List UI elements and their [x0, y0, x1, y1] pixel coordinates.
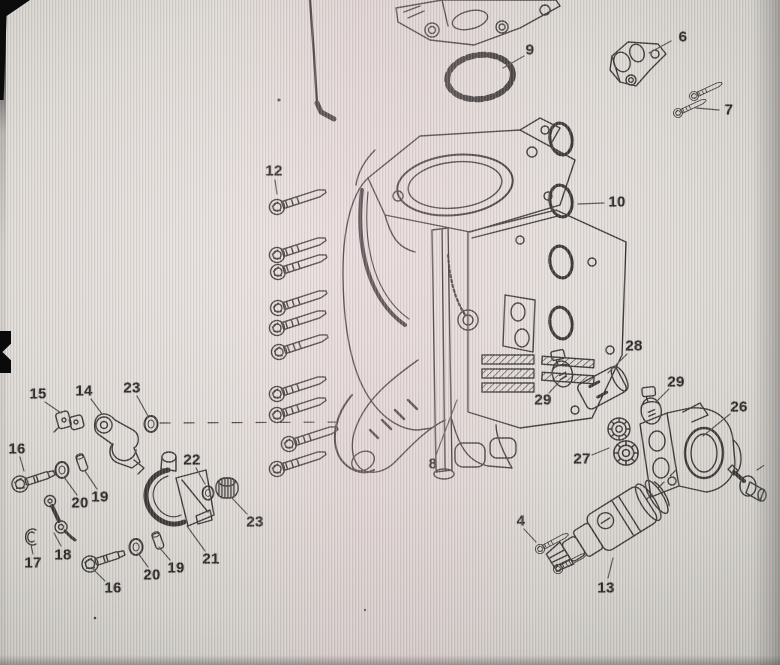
link-rod [43, 494, 77, 542]
callout-29-right: 29 [667, 373, 685, 391]
callout-16-bottom: 16 [104, 579, 122, 597]
callout-7: 7 [724, 101, 734, 119]
fuel-hose-sleeve [577, 365, 629, 410]
callout-19-left: 19 [91, 488, 109, 506]
throttle-body-top [395, 0, 561, 46]
callout-28: 28 [625, 337, 643, 355]
callout-20-left: 20 [71, 494, 89, 512]
outlet-fitting [727, 464, 767, 502]
callout-8: 8 [428, 455, 438, 473]
knurled-cap-23 [215, 477, 239, 499]
pump-housing [639, 402, 742, 498]
callout-20-bottom: 20 [143, 566, 161, 584]
callout-13: 13 [597, 579, 615, 597]
callout-10: 10 [608, 193, 626, 211]
mount-bracket [143, 451, 215, 527]
photo-specks [93, 98, 367, 620]
shift-sensor [53, 410, 85, 433]
callout-23-bottom: 23 [246, 513, 264, 531]
fuel-pump [545, 479, 670, 572]
callout-18: 18 [54, 546, 72, 564]
leader-lines [19, 40, 731, 582]
callout-19-bottom: 19 [167, 559, 185, 577]
callout-17: 17 [24, 554, 42, 572]
shift-arm [93, 413, 145, 475]
callout-29-left: 29 [534, 391, 552, 409]
callout-6: 6 [678, 28, 688, 46]
callout-12: 12 [265, 162, 283, 180]
callout-21: 21 [202, 550, 220, 568]
intake-manifold [333, 117, 627, 480]
callout-22: 22 [183, 451, 201, 469]
retaining-ring [24, 528, 37, 546]
callout-9: 9 [525, 41, 535, 59]
callout-4: 4 [516, 512, 526, 530]
callout-23-top: 23 [123, 379, 141, 397]
dipstick-rod [308, 0, 337, 122]
callout-16-top: 16 [8, 440, 26, 458]
callout-27: 27 [573, 450, 591, 468]
callout-15: 15 [29, 385, 47, 403]
callout-26: 26 [730, 398, 748, 416]
throttle-oring-gasket [444, 51, 516, 103]
callout-14: 14 [75, 382, 93, 400]
